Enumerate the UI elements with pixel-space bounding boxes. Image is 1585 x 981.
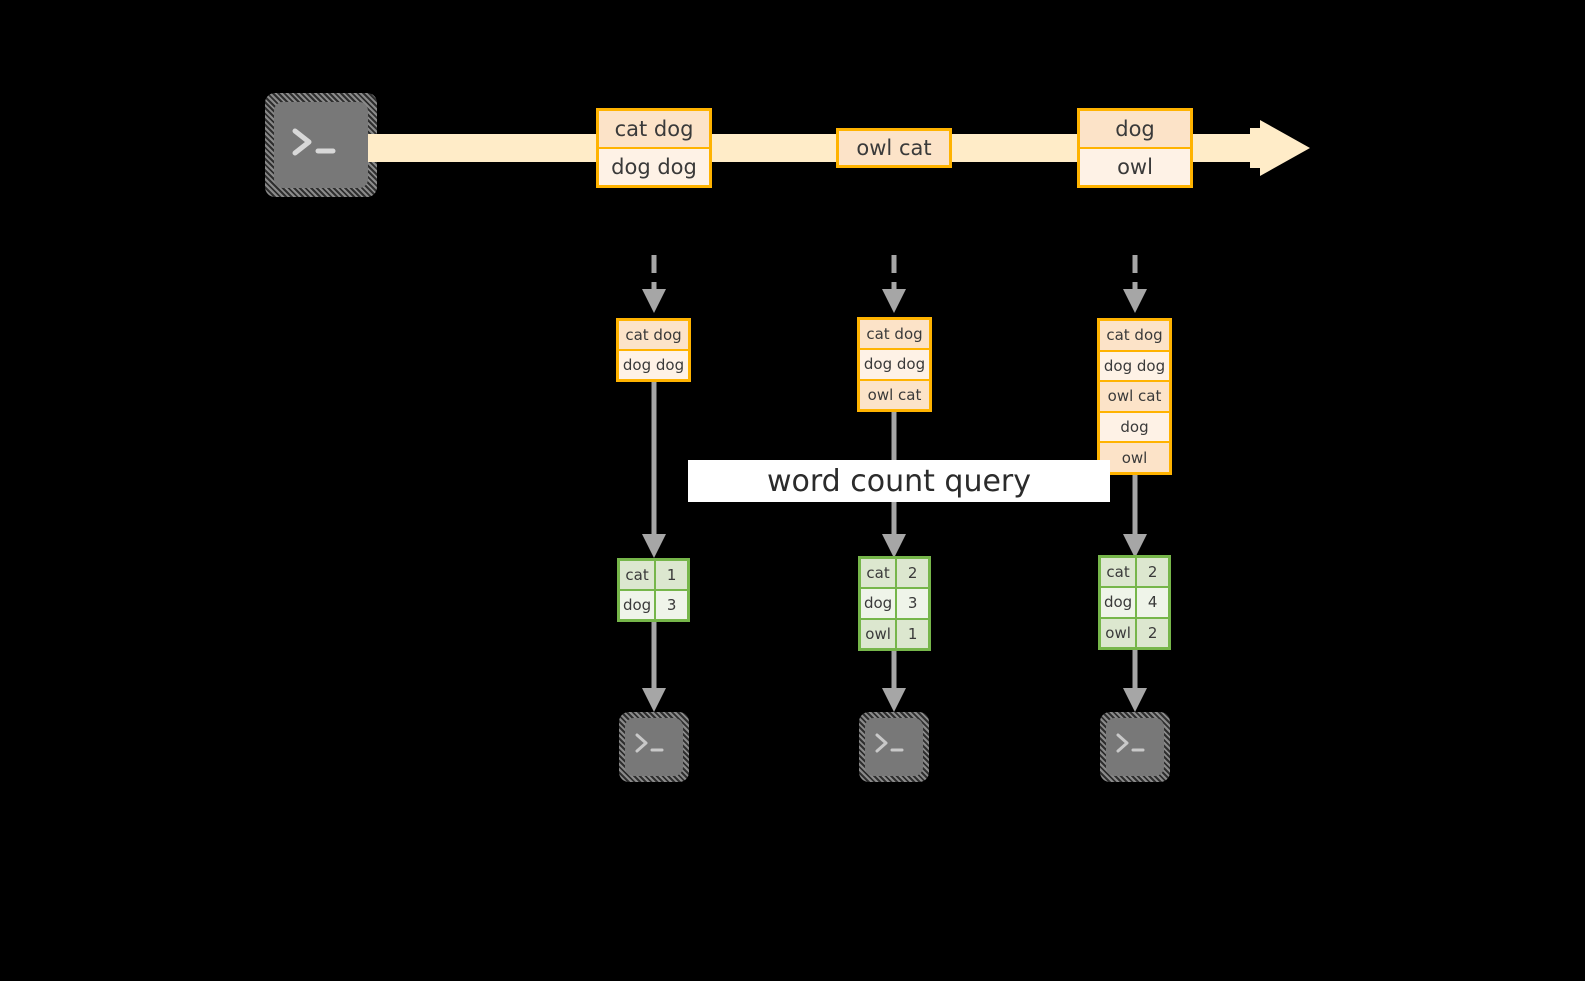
- stream-arrowhead: [1250, 120, 1310, 176]
- snapshot-3-input-line-3: owl cat: [1100, 380, 1169, 411]
- snapshot-3-result-count-3: 2: [1137, 618, 1168, 647]
- snapshot-3-result-count-1: 2: [1137, 558, 1168, 587]
- snapshot-1-result-word-1: cat: [620, 561, 657, 589]
- trigger-connector-2: [882, 255, 906, 313]
- snapshot-2-result-table: cat 2 dog 3 owl 1: [858, 556, 931, 651]
- snapshot-2-input-line-1: cat dog: [860, 320, 929, 349]
- snapshot-2-input-line-2: dog dog: [860, 348, 929, 379]
- snapshot-1-input-line-2: dog dog: [619, 349, 688, 379]
- terminal-prompt-glyph: [875, 733, 904, 753]
- snapshot-2-result-count-1: 2: [897, 559, 928, 588]
- snapshot-3-result-table: cat 2 dog 4 owl 2: [1098, 555, 1171, 650]
- query-label-band: word count query: [688, 460, 1110, 502]
- snapshot-3-result-word-1: cat: [1101, 558, 1138, 587]
- stream-batch-1-line-2: dog dog: [599, 147, 709, 185]
- snapshot-1-input-line-1: cat dog: [619, 321, 688, 349]
- snapshot-2-result-row-1: cat 2: [861, 559, 928, 588]
- snapshot-3-result-row-2: dog 4: [1101, 586, 1168, 617]
- snapshot-1-result-count-2: 3: [656, 591, 687, 619]
- snapshot-1-input-table: cat dog dog dog: [616, 318, 691, 382]
- trigger-connector-3: [1123, 255, 1147, 313]
- terminal-screen: [274, 102, 368, 188]
- query-label-text: word count query: [766, 463, 1032, 499]
- snapshot-1-result-row-1: cat 1: [620, 561, 687, 589]
- stream-batch-2: owl cat: [836, 128, 952, 168]
- trigger-connector-1: [642, 255, 666, 313]
- snapshot-3-input-line-4: dog: [1100, 410, 1169, 442]
- query-connector-1: [642, 382, 666, 558]
- snapshot-3-result-word-3: owl: [1101, 618, 1138, 647]
- snapshot-2-result-word-3: owl: [861, 619, 898, 648]
- snapshot-2-result-count-3: 1: [897, 619, 928, 648]
- snapshot-2-input-line-3: owl cat: [860, 378, 929, 409]
- snapshot-1-result-row-2: dog 3: [620, 589, 687, 619]
- sink-connector-2: [882, 651, 906, 712]
- stream-batch-1-line-1: cat dog: [599, 111, 709, 147]
- snapshot-3-input-line-2: dog dog: [1100, 349, 1169, 381]
- terminal-screen: [1106, 718, 1164, 776]
- snapshot-3-result-row-3: owl 2: [1101, 616, 1168, 647]
- terminal-prompt-glyph: [635, 733, 664, 753]
- stream-batch-3-line-1: dog: [1080, 111, 1190, 147]
- snapshot-2-result-word-1: cat: [861, 559, 898, 588]
- snapshot-3-input-table: cat dog dog dog owl cat dog owl: [1097, 318, 1172, 475]
- sink-connector-3: [1123, 650, 1147, 712]
- snapshot-3-sink-terminal-icon: [1100, 712, 1170, 782]
- stream-batch-1: cat dog dog dog: [596, 108, 712, 188]
- snapshot-1-result-word-2: dog: [620, 591, 657, 619]
- stream-batch-3: dog owl: [1077, 108, 1193, 188]
- stream-batch-2-line-1: owl cat: [839, 131, 949, 165]
- snapshot-3-result-count-2: 4: [1137, 588, 1168, 617]
- snapshot-3-result-word-2: dog: [1101, 588, 1138, 617]
- terminal-prompt-glyph: [292, 128, 336, 156]
- snapshot-2-input-table: cat dog dog dog owl cat: [857, 317, 932, 412]
- terminal-prompt-glyph: [1116, 733, 1145, 753]
- source-terminal-icon: [265, 93, 377, 197]
- snapshot-3-input-line-5: owl: [1100, 441, 1169, 472]
- query-connector-3: [1123, 475, 1147, 558]
- snapshot-1-result-count-1: 1: [656, 561, 687, 589]
- sink-connector-1: [642, 622, 666, 712]
- stream-batch-3-line-2: owl: [1080, 147, 1190, 185]
- snapshot-2-sink-terminal-icon: [859, 712, 929, 782]
- snapshot-2-result-row-2: dog 3: [861, 587, 928, 618]
- snapshot-2-result-row-3: owl 1: [861, 617, 928, 648]
- snapshot-2-result-word-2: dog: [861, 589, 898, 618]
- snapshot-3-input-line-1: cat dog: [1100, 321, 1169, 350]
- snapshot-1-sink-terminal-icon: [619, 712, 689, 782]
- snapshot-2-result-count-2: 3: [897, 589, 928, 618]
- snapshot-1-result-table: cat 1 dog 3: [617, 558, 690, 622]
- snapshot-3-result-row-1: cat 2: [1101, 558, 1168, 587]
- terminal-screen: [865, 718, 923, 776]
- terminal-screen: [625, 718, 683, 776]
